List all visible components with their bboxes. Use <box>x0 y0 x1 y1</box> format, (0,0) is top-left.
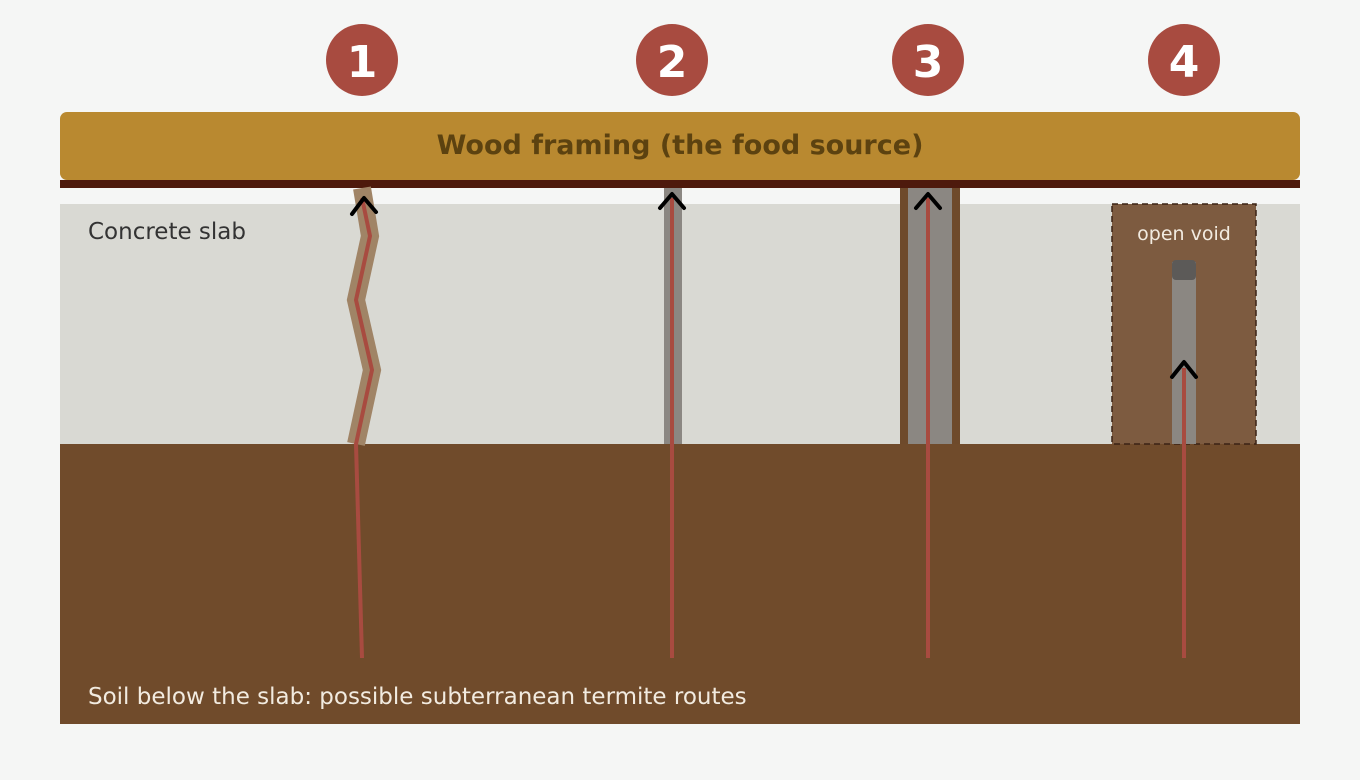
soil-label: Soil below the slab: possible subterrane… <box>88 684 747 710</box>
arrow-up-icon <box>914 192 942 210</box>
route-number-3: 3 <box>913 37 944 88</box>
pipe-cap <box>1172 260 1196 280</box>
arrow-up-icon <box>658 192 686 210</box>
soil-layer <box>60 444 1300 724</box>
wood-framing-label: Wood framing (the food source) <box>437 130 924 161</box>
concrete-slab-label: Concrete slab <box>88 219 246 245</box>
route-number-4: 4 <box>1169 37 1200 88</box>
route-number-1: 1 <box>347 37 378 88</box>
arrow-up-icon <box>350 196 378 216</box>
arrow-up-icon <box>1170 360 1198 379</box>
route-marker-4: 4 <box>1148 24 1220 96</box>
route-marker-2: 2 <box>636 24 708 96</box>
sill-band <box>60 180 1300 188</box>
route-number-2: 2 <box>657 37 688 88</box>
route-marker-1: 1 <box>326 24 398 96</box>
termite-path-1 <box>353 197 375 659</box>
route-marker-3: 3 <box>892 24 964 96</box>
wood-framing <box>60 112 1300 180</box>
open-void-label: open void <box>1137 223 1231 245</box>
